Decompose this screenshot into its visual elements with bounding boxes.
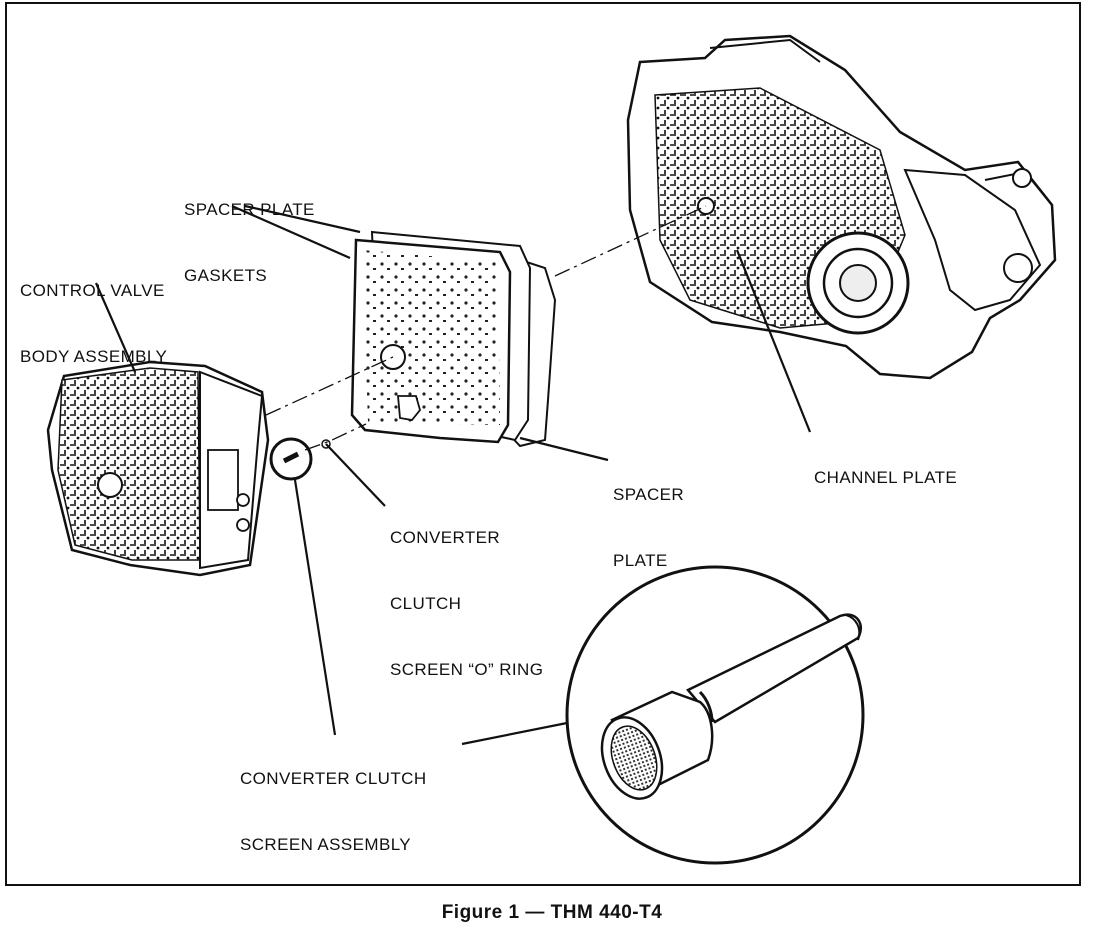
label-spacer-plate-gaskets: SPACER PLATE GASKETS	[184, 155, 315, 309]
spacer-plate-stack	[350, 230, 557, 448]
label-line: SPACER PLATE	[184, 200, 315, 219]
label-line: CONVERTER CLUTCH	[240, 769, 427, 788]
alignment-lines	[265, 205, 707, 451]
leader-lines	[94, 204, 812, 746]
label-line: GASKETS	[184, 266, 268, 285]
label-converter-clutch-screen-o-ring: CONVERTER CLUTCH SCREEN “O” RING	[390, 483, 543, 703]
control-valve-body	[46, 360, 270, 577]
label-line: PLATE	[613, 551, 668, 570]
label-line: SCREEN “O” RING	[390, 660, 544, 679]
label-channel-plate: CHANNEL PLATE	[814, 423, 957, 511]
transmission-case	[626, 34, 1057, 380]
label-line: BODY ASSEMBLY	[20, 347, 168, 366]
label-line: CONTROL VALVE	[20, 281, 165, 300]
label-spacer-plate: SPACER PLATE	[613, 440, 684, 594]
label-converter-clutch-screen-assembly: CONVERTER CLUTCH SCREEN ASSEMBLY	[240, 724, 427, 878]
label-line: CLUTCH	[390, 594, 462, 613]
figure-caption: Figure 1 — THM 440-T4	[441, 902, 663, 923]
label-line: SCREEN ASSEMBLY	[240, 835, 412, 854]
label-line: SPACER	[613, 485, 685, 504]
converter-clutch-screen-small	[269, 437, 313, 481]
label-line: CONVERTER	[390, 528, 501, 547]
label-control-valve-body-assembly: CONTROL VALVE BODY ASSEMBLY	[20, 236, 167, 390]
screen-detail-inset	[565, 565, 865, 865]
label-line: CHANNEL PLATE	[814, 468, 958, 487]
